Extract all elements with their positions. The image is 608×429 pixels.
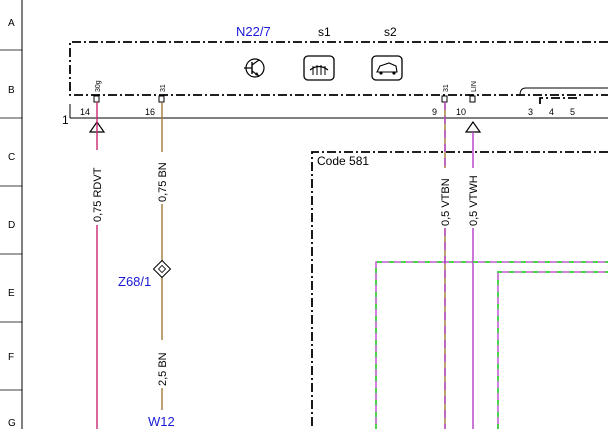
ground-label: W12 (148, 414, 175, 429)
pin-number: 5 (570, 107, 575, 117)
splice-label: Z68/1 (118, 274, 151, 289)
code-block-label: Code 581 (317, 154, 369, 168)
pin-signal: 30g (95, 80, 102, 92)
pin-signal: 31 (160, 84, 167, 92)
module-outline (69, 41, 608, 96)
grid-row-label: A (8, 18, 15, 29)
wire-label: 0,75 BN (157, 162, 169, 202)
cable-harness-outline (375, 261, 608, 429)
connector-number: 1 (62, 113, 69, 127)
module-name: N22/7 (236, 24, 271, 39)
wire-rdvt (91, 102, 103, 429)
grid-row-label: G (8, 418, 16, 429)
car-view-icon (371, 55, 403, 81)
switch-label-s1: s1 (318, 25, 331, 39)
grid-row-label: B (8, 85, 15, 96)
splice-icon (152, 259, 172, 279)
pin-number: 10 (456, 107, 466, 117)
grid-row-label: F (8, 352, 14, 363)
wire-vtbn (439, 102, 451, 429)
grid-row-label: E (8, 288, 15, 299)
wire-label: 0,5 VTWH (468, 175, 480, 226)
pin-number: 16 (145, 107, 155, 117)
switch-label-s2: s2 (384, 25, 397, 39)
plug-arrow-icon (464, 120, 482, 133)
connector-strip (69, 87, 608, 119)
code-block-outline (311, 151, 608, 429)
transistor-icon (244, 58, 265, 78)
wire-bn (156, 102, 168, 410)
pin-number: 3 (528, 107, 533, 117)
wire-vtwh (467, 132, 479, 429)
rear-defroster-icon (303, 55, 335, 81)
wire-label: 2,5 BN (157, 352, 169, 386)
grid-row-label: D (8, 220, 15, 231)
pin-number: 4 (549, 107, 554, 117)
grid-row-label: C (8, 152, 15, 163)
wire-label: 0,5 VTBN (440, 178, 452, 226)
pin-number: 14 (80, 107, 90, 117)
pin-signal: 31 (443, 84, 450, 92)
row-grid: A B C D E F G (0, 0, 23, 429)
wire-label: 0,75 RDVT (92, 167, 104, 222)
pin-stubs (93, 95, 476, 103)
pin-number: 9 (432, 107, 437, 117)
pin-signal: LIN (471, 81, 478, 92)
